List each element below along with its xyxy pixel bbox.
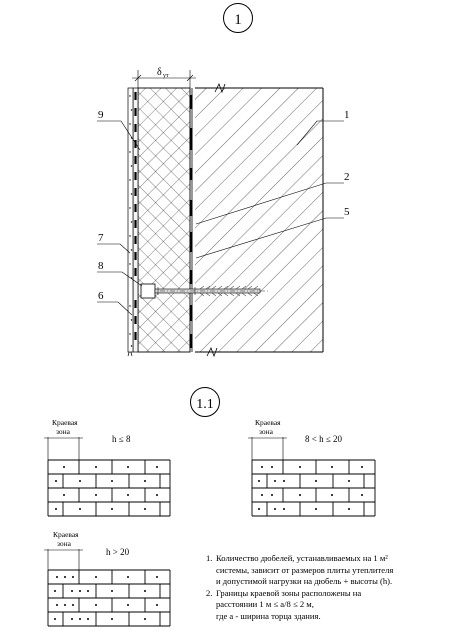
thickness-subscript: ут	[163, 73, 169, 79]
finish-plaster-layer	[127, 87, 134, 353]
notes-block: 1. Количество дюбелей, устанавливаемых н…	[206, 553, 461, 623]
condition-1: h ≤ 8	[112, 434, 131, 444]
callout-9: 9	[98, 109, 104, 121]
edge-zone-label-3b: зона	[57, 539, 72, 548]
note-2-line-2: расстоянии 1 м ≤ a/8 ≤ 2 м,	[216, 599, 314, 610]
thickness-dimension	[132, 70, 196, 88]
condition-3: h > 20	[106, 547, 130, 557]
plaster-stipple	[129, 95, 133, 347]
callout-5: 5	[344, 206, 350, 218]
edge-zone-label-2b: зона	[259, 427, 274, 436]
note-2-line-3: где a - ширина торца здания.	[216, 610, 321, 621]
condition-2: 8 < h ≤ 20	[305, 434, 343, 444]
note-2-text: Границы краевой зоны расположены на расс…	[216, 588, 361, 623]
pattern-h-8-20: Краевая зона 8 < h ≤ 20	[248, 418, 376, 517]
edge-zone-label-3a: Краевая	[53, 530, 79, 539]
note-1-number: 1.	[206, 553, 213, 563]
note-2-number: 2.	[206, 587, 213, 598]
pattern-h-le-8: Краевая зона h ≤ 8	[44, 418, 171, 517]
callout-2: 2	[344, 171, 350, 183]
note-1-line-2: системы, зависит от размеров плиты утепл…	[216, 564, 394, 575]
note-1: 1. Количество дюбелей, устанавливаемых н…	[206, 553, 461, 588]
section-1-1-circle	[190, 387, 220, 417]
callout-6: 6	[98, 290, 104, 302]
note-1-line-3: и допустимой нагрузки на дюбель + высоты…	[216, 576, 393, 587]
note-2: 2. Границы краевой зоны расположены на р…	[206, 588, 461, 623]
edge-zone-label-1b: зона	[56, 427, 71, 436]
edge-zone-label-1a: Краевая	[52, 418, 78, 427]
break-mark-top	[214, 83, 226, 94]
leader-lines	[97, 120, 344, 316]
callout-1: 1	[344, 109, 350, 121]
section-1-circle	[223, 3, 253, 33]
note-1-text: Количество дюбелей, устанавливаемых на 1…	[216, 553, 393, 588]
note-2-line-1: Границы краевой зоны расположены на	[216, 587, 362, 598]
concrete-wall	[195, 88, 323, 352]
note-1-line-1: Количество дюбелей, устанавливаемых на 1…	[216, 553, 388, 563]
dowel-anchor	[140, 283, 270, 299]
pattern-h-gt-20: Краевая зона h > 20	[44, 530, 171, 627]
section-1-label: 1	[234, 12, 242, 28]
section-1-1-label: 1.1	[196, 397, 214, 412]
edge-zone-label-2a: Краевая	[255, 418, 281, 427]
callout-8: 8	[98, 260, 104, 272]
break-mark-bottom	[206, 347, 218, 358]
callout-7: 7	[98, 232, 104, 244]
thickness-symbol: δ	[157, 67, 162, 78]
insulation-layer	[137, 87, 191, 353]
adhesive-dabs	[189, 95, 193, 348]
